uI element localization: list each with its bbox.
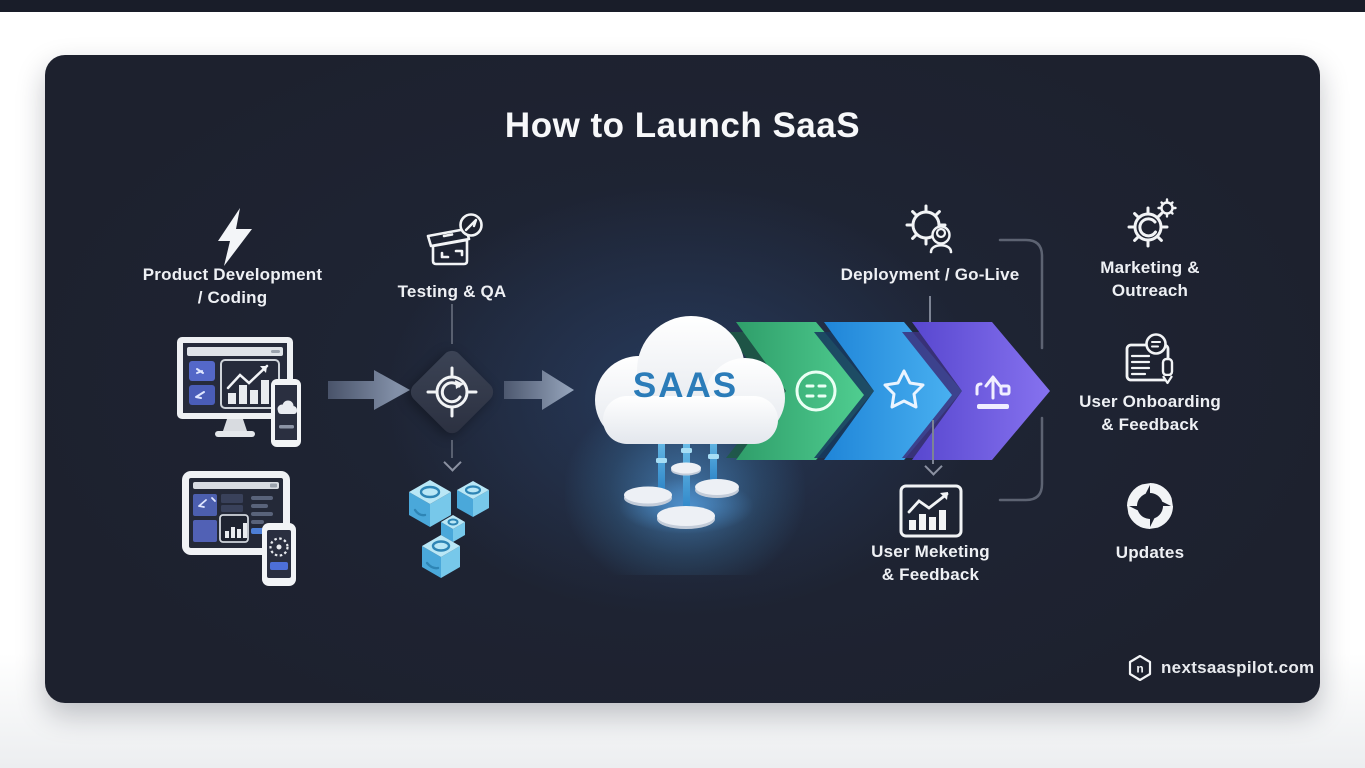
connector-line — [932, 420, 934, 464]
user-marketing-label-line1: User Meketing — [871, 542, 990, 561]
saas-label: SAAS — [632, 366, 739, 405]
top-border-strip — [0, 0, 1365, 12]
marketing-outreach-label: Marketing & Outreach — [1075, 256, 1225, 302]
target-refresh-icon — [426, 366, 478, 418]
page-title: How to Launch SaaS — [504, 106, 861, 145]
package-check-icon — [426, 213, 483, 266]
chevron-step-blue — [814, 322, 962, 460]
saas-cloud-illustration — [595, 316, 785, 444]
tablet-dashboard-illustration — [182, 471, 296, 586]
user-onboarding-label-line1: User Onboarding — [1079, 392, 1221, 411]
connector-line — [929, 296, 931, 332]
desktop-dashboard-illustration — [177, 337, 301, 447]
lightning-icon — [218, 208, 252, 266]
site-url: nextsaaspilot.com — [1161, 658, 1315, 677]
user-marketing-label-line2: & Feedback — [881, 565, 980, 584]
connector-line — [451, 440, 453, 458]
gear-user-icon — [905, 204, 953, 254]
gears-icon — [1127, 198, 1177, 248]
chevron-step-purple — [902, 322, 1050, 460]
server-icon — [795, 370, 837, 412]
deployment-label: Deployment / Go-Live — [840, 265, 1020, 284]
star-icon — [883, 369, 925, 409]
cloud-pillars-illustration — [620, 418, 754, 534]
bracket-connector — [998, 238, 1044, 502]
user-onboarding-label: User Onboarding & Feedback — [1070, 390, 1230, 436]
growth-chart-icon — [899, 484, 963, 538]
connector-line — [451, 304, 453, 344]
arrow-right-icon — [328, 370, 410, 410]
arrow-right-icon — [504, 370, 574, 410]
target-diamond — [406, 346, 498, 438]
user-onboarding-label-line2: & Feedback — [1101, 415, 1199, 434]
footer-brand: n nextsaaspilot.com — [1128, 655, 1314, 681]
onboarding-doc-icon — [1125, 333, 1174, 385]
logo-letter: n — [1136, 662, 1143, 676]
marketing-outreach-label-line1: Marketing & — [1100, 258, 1200, 277]
testing-qa-label: Testing & QA — [397, 282, 507, 301]
refresh-cycle-icon — [1127, 483, 1173, 529]
product-dev-label-line2: / Coding — [197, 288, 268, 307]
launch-icon — [975, 375, 1011, 409]
hexagon-logo-icon: n — [1128, 655, 1152, 681]
updates-label: Updates — [1115, 543, 1185, 562]
product-dev-label: Product Development / Coding — [115, 263, 350, 309]
marketing-outreach-label-line2: Outreach — [1111, 281, 1189, 300]
cubes-icon — [409, 480, 489, 578]
product-dev-label-line1: Product Development — [142, 265, 323, 284]
user-marketing-label: User Meketing & Feedback — [843, 540, 1018, 586]
